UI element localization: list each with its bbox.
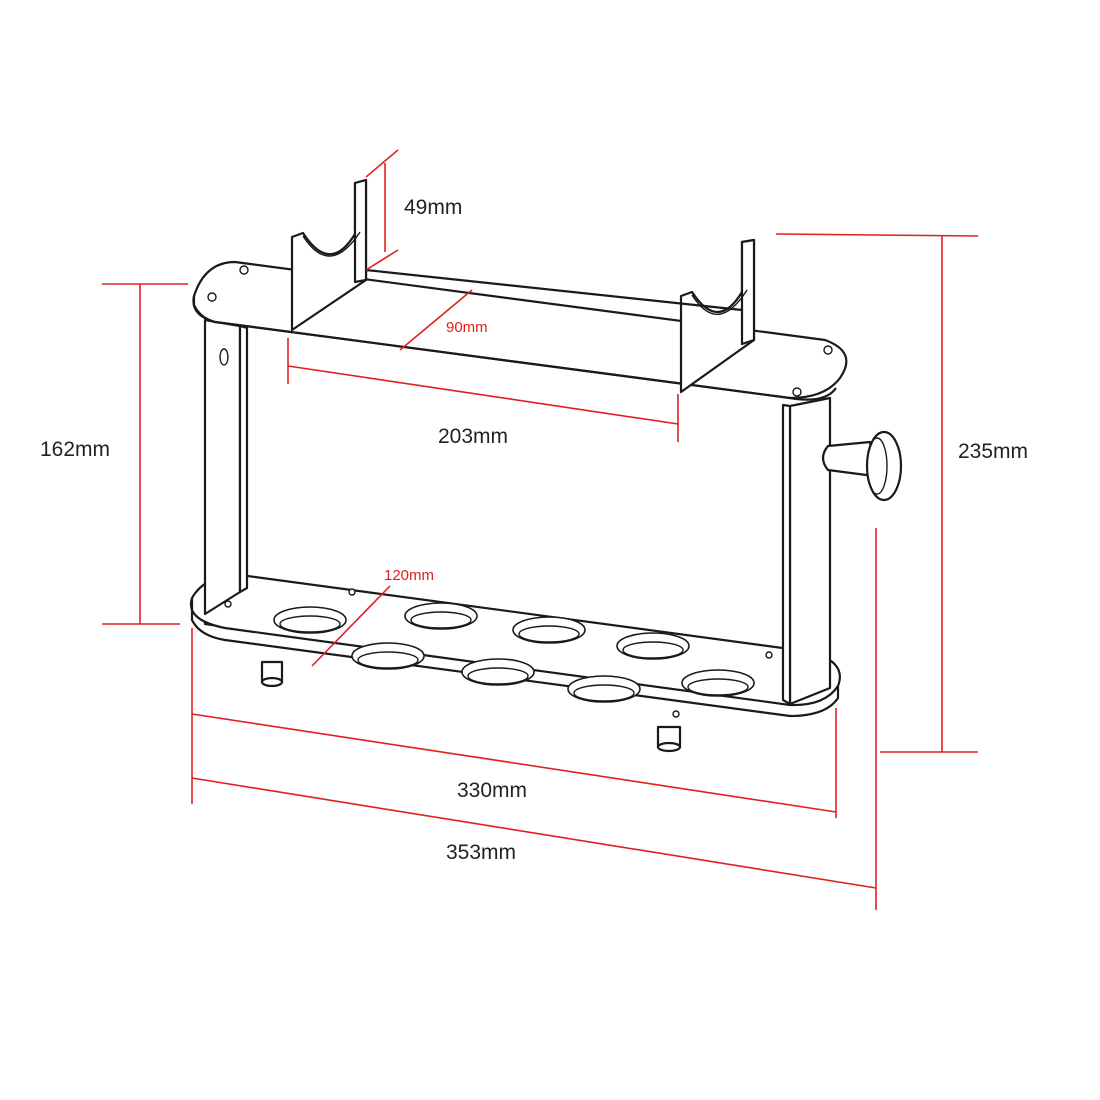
left-cradle — [290, 178, 368, 332]
hole — [461, 658, 535, 686]
label-90mm: 90mm — [446, 319, 488, 336]
hole — [512, 616, 586, 644]
label-162mm: 162mm — [40, 438, 110, 461]
base-holes — [273, 602, 755, 703]
rack-illustration — [189, 178, 903, 753]
dim-line-120 — [311, 585, 391, 667]
hole — [616, 632, 690, 660]
hole — [681, 669, 755, 697]
label-120mm: 120mm — [384, 567, 434, 584]
label-330mm: 330mm — [457, 779, 527, 802]
dimension-lines — [102, 149, 979, 910]
dimension-labels: 49mm 162mm 235mm 90mm 203mm 120mm 330mm … — [40, 196, 1028, 864]
label-49mm: 49mm — [404, 196, 462, 219]
label-353mm: 353mm — [446, 841, 516, 864]
base-plate — [189, 573, 841, 718]
base-screws — [224, 588, 773, 718]
hole — [404, 602, 478, 630]
hole — [567, 675, 641, 703]
left-side-panel — [203, 318, 249, 616]
back-rail — [365, 268, 743, 312]
dim-line-90 — [399, 289, 473, 351]
dim-line-203 — [287, 365, 679, 425]
left-panel-hole — [219, 348, 229, 366]
hole — [351, 642, 425, 670]
right-side-panel — [781, 396, 832, 706]
knob — [821, 430, 903, 502]
dim-line-330 — [191, 713, 837, 813]
dim-line-353 — [191, 777, 877, 889]
base-feet — [260, 660, 682, 753]
hole — [273, 606, 347, 634]
label-203mm: 203mm — [438, 425, 508, 448]
label-235mm: 235mm — [958, 440, 1028, 463]
